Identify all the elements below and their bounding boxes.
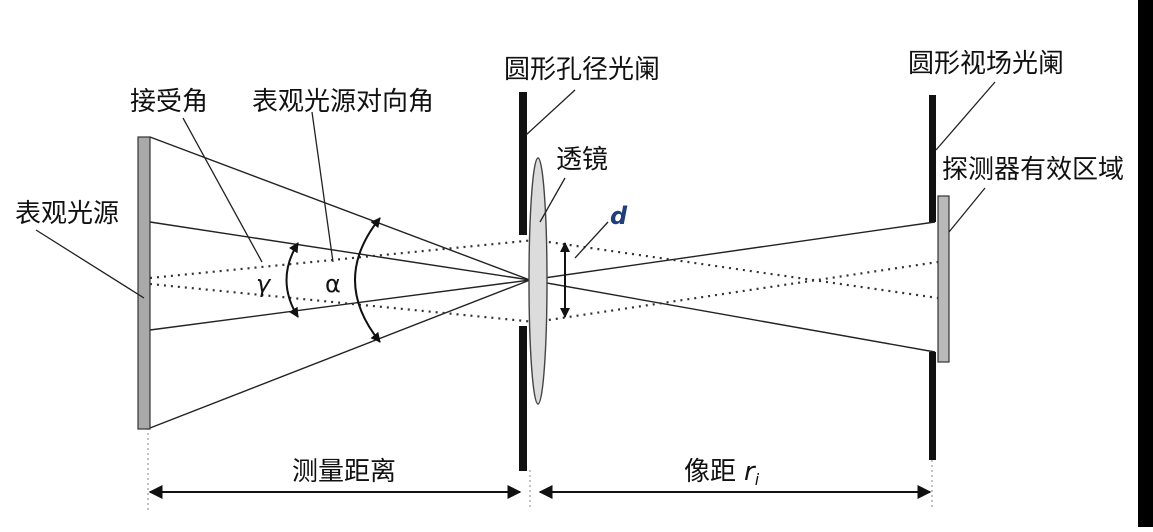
detector-area-label: 探测器有效区域 [942, 155, 1124, 185]
alpha-angle-arc [354, 217, 381, 343]
dotted-ray-3 [534, 238, 939, 300]
image-distance-text: 像距 [684, 457, 736, 487]
dotted-ray-2 [149, 282, 536, 324]
gamma-angle-arc [285, 242, 299, 318]
guide-lines [147, 428, 933, 510]
diameter-symbol: d [610, 202, 628, 230]
leader-diameter [574, 221, 609, 259]
acceptance-angle-label: 接受角 [130, 87, 208, 117]
dotted-rays [149, 238, 939, 324]
gamma-symbol: γ [256, 270, 272, 298]
leader-acceptance-angle [182, 117, 263, 263]
detector-area-rect [937, 195, 950, 363]
lens-ellipse [528, 157, 548, 405]
ray-inner-bottom [149, 279, 531, 331]
field-stop-label: 圆形视场光阑 [908, 49, 1064, 79]
image-distance-label: 像距 ri [684, 457, 760, 489]
leader-apparent-source [35, 229, 145, 299]
leader-lens [539, 177, 566, 223]
alpha-symbol: α [325, 270, 341, 298]
solid-rays [149, 136, 936, 429]
ray-source-bottom [149, 279, 531, 429]
ray-source-top [149, 136, 531, 281]
ray-inner-top [149, 221, 531, 281]
dotted-ray-4 [534, 260, 939, 324]
leader-detector [948, 187, 986, 233]
aperture-stop [519, 92, 527, 471]
field-stop-upper [929, 95, 936, 222]
aperture-stop-lower [519, 326, 527, 471]
apparent-source-rect [137, 136, 151, 430]
dotted-ray-1 [149, 238, 536, 280]
right-edge-bar [1138, 0, 1153, 527]
aperture-stop-upper [519, 92, 527, 235]
leader-field-stop [935, 81, 996, 151]
ray-image-top [529, 221, 936, 281]
measuring-distance-label: 测量距离 [292, 457, 396, 487]
subtended-angle-label: 表观光源对向角 [252, 87, 434, 117]
image-distance-symbol: r [744, 457, 757, 487]
field-stop-lower [929, 352, 936, 460]
aperture-stop-label: 圆形孔径光阑 [504, 55, 660, 85]
leader-subtended-angle [311, 111, 334, 263]
leader-lines [35, 81, 996, 299]
apparent-source-label: 表观光源 [15, 199, 119, 229]
lens-label: 透镜 [556, 145, 608, 175]
ray-image-bottom [529, 279, 936, 353]
leader-aperture-stop [525, 89, 576, 136]
field-stop [929, 95, 936, 460]
image-distance-subscript: i [755, 470, 760, 489]
